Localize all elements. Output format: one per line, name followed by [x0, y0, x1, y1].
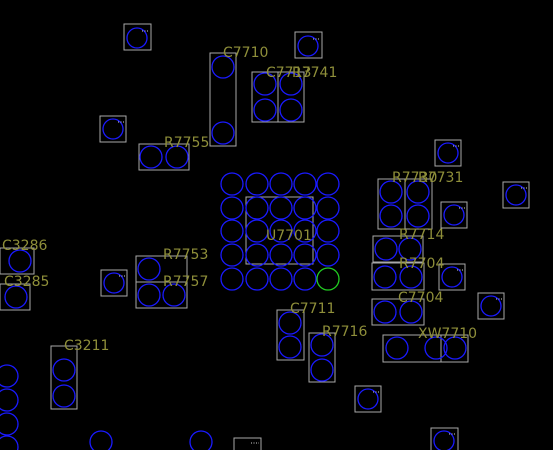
- label-r7755: R7755: [164, 135, 209, 151]
- test-point[interactable]: [440, 201, 468, 229]
- component-c7710[interactable]: [209, 52, 237, 147]
- component-c7704[interactable]: [371, 298, 425, 326]
- label-r7704: R7704: [399, 256, 444, 272]
- test-point[interactable]: [502, 181, 530, 209]
- component-c7711[interactable]: [276, 309, 305, 361]
- label-c3211: C3211: [64, 338, 109, 354]
- component-c3285[interactable]: [0, 283, 31, 311]
- component-xw7710[interactable]: [382, 334, 469, 363]
- test-point[interactable]: [100, 269, 128, 297]
- label-c3286: C3286: [2, 238, 47, 254]
- component-u7701[interactable]: [220, 172, 340, 291]
- component-r7704[interactable]: [371, 262, 425, 291]
- label-r7716: R7716: [322, 324, 367, 340]
- test-point[interactable]: [477, 292, 505, 320]
- test-point[interactable]: [123, 23, 152, 51]
- label-c7704: C7704: [398, 290, 443, 306]
- component-r7730-r7731[interactable]: [377, 178, 433, 230]
- test-point[interactable]: [430, 427, 459, 450]
- label-r7731: R7731: [418, 170, 463, 186]
- label-r7757: R7757: [163, 274, 208, 290]
- label-r7730: R7730: [392, 170, 437, 186]
- test-point[interactable]: [354, 385, 382, 413]
- component-c7713-r7741[interactable]: [251, 71, 305, 123]
- component-r7753-r7757[interactable]: [135, 255, 188, 309]
- test-point[interactable]: [434, 139, 462, 167]
- component-r7755[interactable]: [138, 143, 190, 171]
- label-c7713: C7713: [266, 65, 311, 81]
- label-r7741: R7741: [292, 65, 337, 81]
- label-r7714: R7714: [399, 227, 444, 243]
- label-c3285: C3285: [4, 274, 49, 290]
- component-r7714[interactable]: [372, 235, 424, 263]
- bga-pad-grid: [220, 172, 340, 291]
- test-point[interactable]: [294, 31, 323, 59]
- test-point[interactable]: [99, 115, 127, 143]
- component-c3286[interactable]: [0, 247, 35, 275]
- label-xw7710: XW7710: [418, 326, 477, 342]
- selected-pad[interactable]: [316, 267, 340, 291]
- label-r7753: R7753: [163, 247, 208, 263]
- component-r7716[interactable]: [308, 332, 336, 383]
- label-u7701: U7701: [266, 228, 312, 244]
- label-c7711: C7711: [290, 301, 335, 317]
- test-point[interactable]: [438, 263, 466, 291]
- test-point[interactable]: [233, 437, 262, 450]
- reference-labels: C7710 C7713 R7741 R7755 R7730 R7731 U770…: [2, 45, 477, 354]
- edge-pads: [0, 364, 213, 450]
- component-c3211[interactable]: [50, 345, 78, 410]
- label-c7710: C7710: [223, 45, 268, 61]
